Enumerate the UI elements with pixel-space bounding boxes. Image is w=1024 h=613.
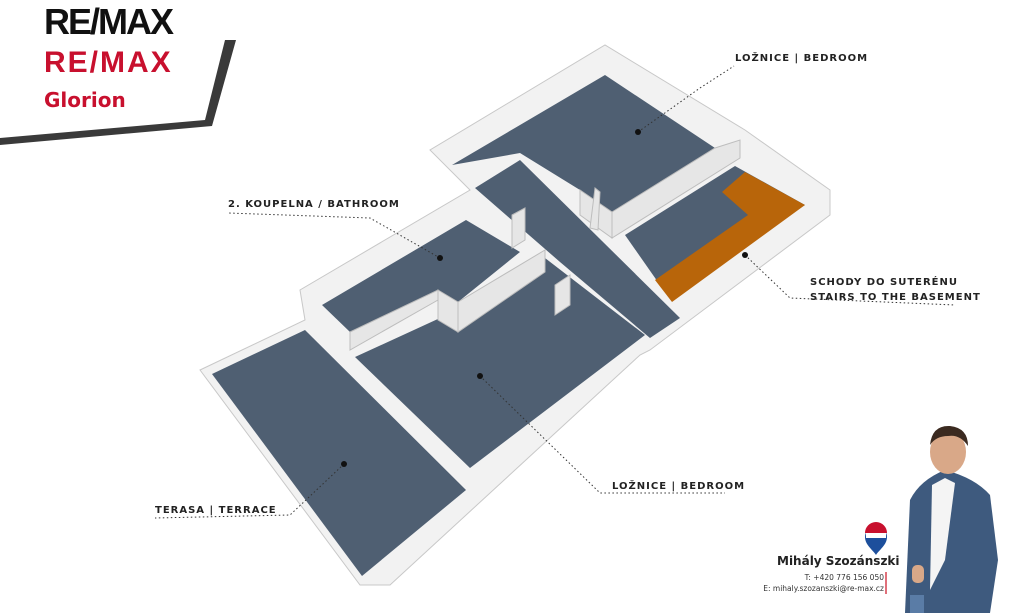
corridor-floor xyxy=(475,160,680,338)
leader-lines xyxy=(154,65,956,519)
inner-walls xyxy=(349,139,741,351)
office-name: Glorion xyxy=(44,88,126,112)
label-bathroom: 2. KOUPELNA / BATHROOM xyxy=(228,199,400,210)
label-stairs-cz: SCHODY DO SUTERÉNU xyxy=(810,277,958,288)
label-terrace: TERASA | TERRACE xyxy=(155,505,277,516)
remax-logo-black: RE/MAX xyxy=(44,1,174,42)
remax-balloon-icon xyxy=(865,522,887,555)
bathroom-floor xyxy=(322,220,520,332)
agent-name: Mihály Szozánszki xyxy=(777,554,900,568)
contact-divider xyxy=(885,572,887,594)
remax-logo-red: RE/MAX xyxy=(44,46,173,79)
bedroom-top-floor xyxy=(452,75,715,212)
stairs xyxy=(655,172,805,302)
label-bedroom-bottom: LOŽNICE | BEDROOM xyxy=(612,481,746,492)
floors xyxy=(212,75,805,576)
label-stairs-en: STAIRS TO THE BASEMENT xyxy=(810,292,981,303)
agent-email[interactable]: E: mihaly.szozanszki@re-max.cz xyxy=(763,584,884,593)
label-bedroom-top: LOŽNICE | BEDROOM xyxy=(735,53,869,64)
terrace-floor xyxy=(212,330,466,576)
room-markers xyxy=(341,129,748,467)
bedroom-bottom-floor xyxy=(355,258,645,468)
agent-photo xyxy=(905,425,998,613)
agent-phone: T: +420 776 156 050 xyxy=(804,573,884,582)
